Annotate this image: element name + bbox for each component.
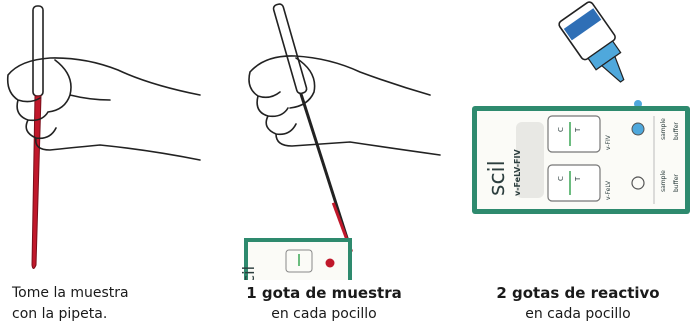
step-2-panel: scil 1 gota de muestra en cada pocillo <box>230 0 460 324</box>
mark-t: T <box>574 127 582 133</box>
label-fiv: v-FIV <box>605 134 612 150</box>
label-felv: v-FeLV <box>605 180 612 200</box>
step-1-caption: Tome la muestra con la pipeta. <box>12 283 129 325</box>
step-1-panel: Tome la muestra con la pipeta. <box>0 0 230 324</box>
mark-t: T <box>574 176 582 182</box>
reagent-drop-illustration: scil v-FeLV-FIV C T v-FIV C T v-FeLV sam… <box>472 1 690 214</box>
word-buffer: buffer <box>673 174 680 192</box>
caption-line: en cada pocillo <box>525 306 631 322</box>
cassette-model: v-FeLV-FIV <box>513 149 522 196</box>
word-sample: sample <box>660 118 667 140</box>
caption-line: Tome la muestra <box>12 285 129 301</box>
mark-c: C <box>557 127 565 132</box>
step-3-caption: 2 gotas de reactivo en cada pocillo <box>478 283 678 325</box>
caption-heading: 1 gota de muestra <box>246 284 402 302</box>
svg-text:scil: scil <box>239 266 258 280</box>
sample-drop-illustration: scil <box>239 3 441 280</box>
cassette-brand: scil <box>485 160 510 196</box>
step-3-panel: scil v-FeLV-FIV C T v-FIV C T v-FeLV sam… <box>460 0 698 324</box>
hand-with-pipette-illustration <box>6 5 201 269</box>
caption-line: con la pipeta. <box>12 306 108 322</box>
word-sample: sample <box>660 170 667 192</box>
mark-c: C <box>557 176 565 181</box>
step-2-caption: 1 gota de muestra en cada pocillo <box>224 283 424 325</box>
word-buffer: buffer <box>673 122 680 140</box>
caption-line: en cada pocillo <box>271 306 377 322</box>
caption-heading: 2 gotas de reactivo <box>496 284 660 302</box>
